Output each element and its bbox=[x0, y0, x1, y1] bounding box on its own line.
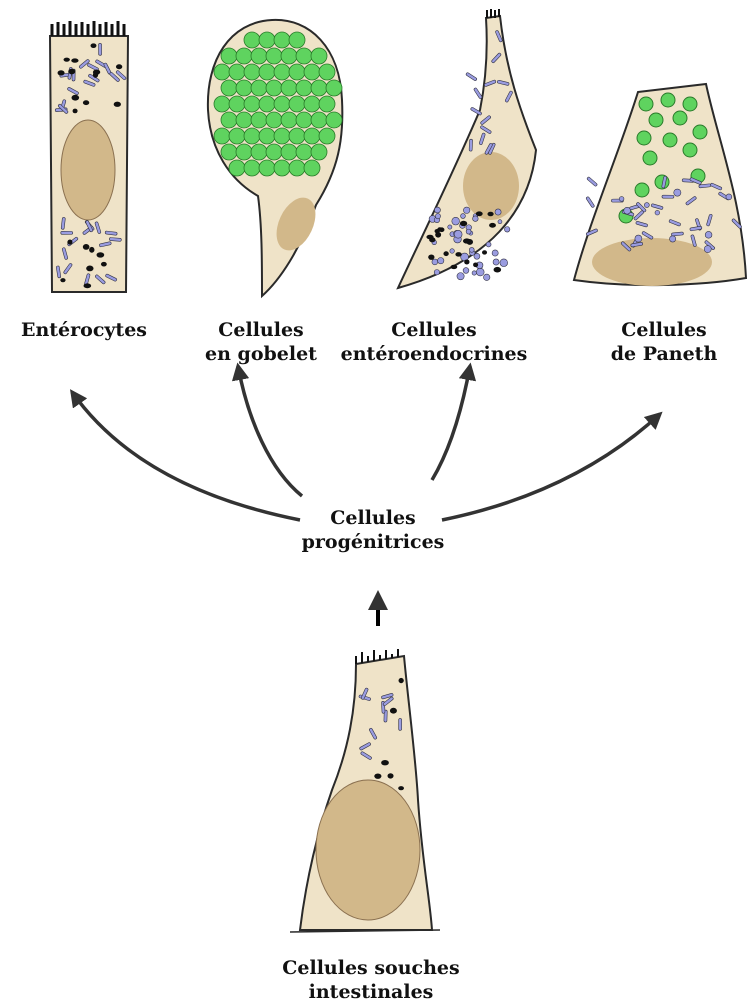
enteroendocrine-cell bbox=[398, 9, 536, 288]
stem-cell bbox=[290, 649, 440, 932]
arrow-to-paneth bbox=[442, 414, 660, 520]
arrow-to-goblet bbox=[238, 366, 302, 496]
differentiation-arrows bbox=[72, 366, 660, 520]
arrow-to-enteroendocrine bbox=[432, 366, 470, 480]
arrow-to-enterocytes bbox=[72, 392, 300, 520]
enterocyte-cell bbox=[50, 21, 128, 292]
goblet-cell bbox=[208, 20, 342, 296]
paneth-cell bbox=[574, 84, 746, 286]
label-enterocytes: Entérocytes bbox=[14, 318, 154, 342]
